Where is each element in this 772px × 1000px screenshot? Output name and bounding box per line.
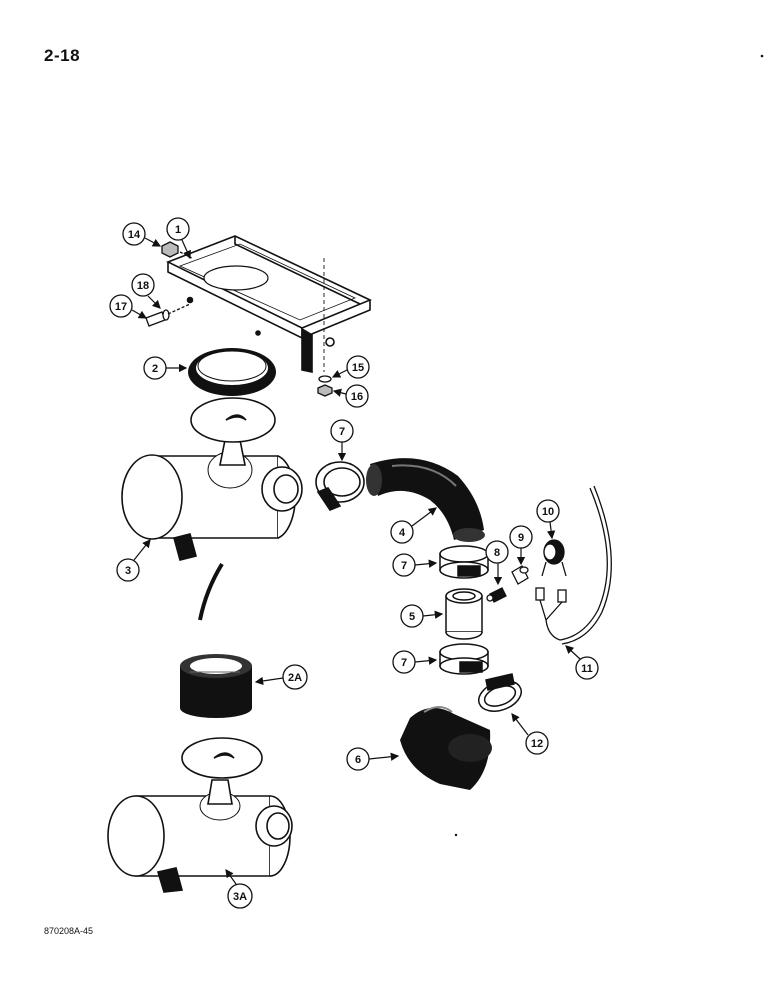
stray-dot [760,54,764,58]
hose-clamp-7-upper [315,461,365,511]
svg-text:8: 8 [494,547,500,559]
callout-8: 8 [485,540,509,586]
callout-1: 1 [166,217,191,260]
callout-17: 17 [109,294,148,319]
restriction-indicator-10 [541,539,567,577]
hose-clamp-7-lower [439,643,489,675]
stray-dot [454,833,458,837]
wire-harness-11 [535,485,612,645]
air-cleaner-3a [107,737,293,893]
sleeve-2a [180,654,252,718]
callout-9: 9 [509,525,533,566]
svg-text:7: 7 [339,426,345,438]
hose-clamp-7-middle [439,545,489,579]
leader-curve [198,562,224,621]
svg-text:12: 12 [531,738,543,750]
callout-7-middle: 7 [392,553,438,577]
callout-15: 15 [331,355,370,379]
page-number: 2-18 [44,46,81,65]
svg-text:1: 1 [175,224,181,236]
hose-clamp-12 [478,673,522,712]
svg-text:3A: 3A [233,891,247,903]
callout-16: 16 [332,384,369,408]
svg-text:18: 18 [137,280,149,292]
callout-14: 14 [122,222,162,247]
callout-4: 4 [390,507,437,544]
svg-text:7: 7 [401,657,407,669]
callout-5: 5 [400,604,444,628]
svg-text:14: 14 [128,229,141,241]
gasket-ring-2 [188,348,276,396]
svg-text:6: 6 [355,754,361,766]
bolt-17 [145,303,191,327]
svg-text:15: 15 [352,362,364,374]
callout-3: 3 [116,539,151,582]
callout-12: 12 [511,713,549,755]
callout-6: 6 [346,747,400,771]
callout-2a: 2A [254,664,308,690]
svg-text:4: 4 [399,527,406,539]
callout-18: 18 [131,273,161,309]
svg-text:11: 11 [581,663,593,675]
callout-11: 11 [565,645,599,680]
fitting-8 [486,587,507,603]
air-cleaner-3 [121,397,303,561]
svg-text:10: 10 [542,506,554,518]
svg-text:5: 5 [409,611,415,623]
tube-5 [445,588,483,640]
svg-text:9: 9 [518,532,524,544]
callout-10: 10 [536,499,560,540]
svg-text:16: 16 [351,391,363,403]
hose-elbow-6 [400,706,492,790]
svg-text:3: 3 [125,565,131,577]
callout-7-upper: 7 [330,419,354,462]
nut-16 [317,384,333,397]
svg-text:2A: 2A [288,672,302,684]
callout-2: 2 [143,356,188,380]
svg-text:2: 2 [152,363,158,375]
svg-text:17: 17 [115,301,127,313]
figure-code: 870208A-45 [44,926,94,936]
callout-7-lower: 7 [392,650,438,674]
washer-15 [318,375,332,383]
svg-text:7: 7 [401,560,407,572]
adapter-9 [511,565,529,585]
mounting-bracket [166,235,372,373]
callout-3a: 3A [225,869,253,909]
hose-elbow-4 [366,458,485,542]
